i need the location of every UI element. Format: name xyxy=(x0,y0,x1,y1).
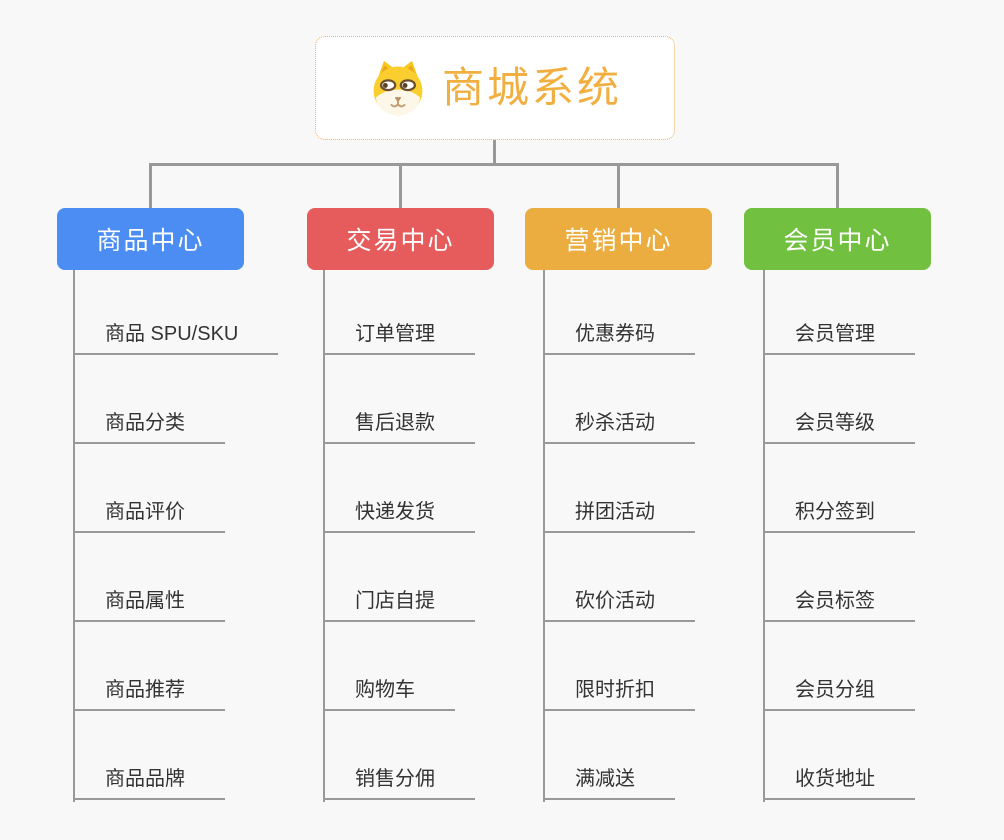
topic-order-management[interactable]: 订单管理 xyxy=(323,317,475,355)
connector-horizontal-bus xyxy=(149,163,839,166)
branch-marketing-center[interactable]: 营销中心 xyxy=(525,208,712,270)
topic-shopping-cart[interactable]: 购物车 xyxy=(323,673,455,711)
topic-full-reduction[interactable]: 满减送 xyxy=(543,762,675,800)
topic-shipping-address[interactable]: 收货地址 xyxy=(763,762,915,800)
branch-product-center[interactable]: 商品中心 xyxy=(57,208,244,270)
connector-drop-product xyxy=(149,163,152,208)
topic-after-sale-refund[interactable]: 售后退款 xyxy=(323,406,475,444)
topic-member-level[interactable]: 会员等级 xyxy=(763,406,915,444)
topic-member-group[interactable]: 会员分组 xyxy=(763,673,915,711)
topic-store-pickup[interactable]: 门店自提 xyxy=(323,584,475,622)
root-topic-label: 商城系统 xyxy=(441,64,622,111)
branch-member-center[interactable]: 会员中心 xyxy=(744,208,931,270)
topic-express-delivery[interactable]: 快递发货 xyxy=(323,495,475,533)
topic-limited-time-discount[interactable]: 限时折扣 xyxy=(543,673,695,711)
connector-drop-member xyxy=(836,163,839,208)
trunk-marketing-center xyxy=(543,270,545,802)
connector-drop-trade xyxy=(399,163,402,208)
branch-trade-center[interactable]: 交易中心 xyxy=(307,208,494,270)
topic-product-category[interactable]: 商品分类 xyxy=(73,406,225,444)
trunk-trade-center xyxy=(323,270,325,802)
topic-member-tag[interactable]: 会员标签 xyxy=(763,584,915,622)
topic-product-attribute[interactable]: 商品属性 xyxy=(73,584,225,622)
connector-drop-marketing xyxy=(617,163,620,208)
trunk-member-center xyxy=(763,270,765,802)
topic-member-management[interactable]: 会员管理 xyxy=(763,317,915,355)
topic-product-recommend[interactable]: 商品推荐 xyxy=(73,673,225,711)
topic-product-brand[interactable]: 商品品牌 xyxy=(73,762,225,800)
root-topic[interactable]: 商城系统 xyxy=(315,36,675,140)
topic-product-spu-sku[interactable]: 商品 SPU/SKU xyxy=(73,317,279,355)
connector-root-stem xyxy=(493,140,496,165)
trunk-product-center xyxy=(73,270,75,802)
topic-sales-commission[interactable]: 销售分佣 xyxy=(323,762,475,800)
topic-bargain-activity[interactable]: 砍价活动 xyxy=(543,584,695,622)
topic-coupon-code[interactable]: 优惠券码 xyxy=(543,317,695,355)
topic-points-checkin[interactable]: 积分签到 xyxy=(763,495,915,533)
topic-group-buy[interactable]: 拼团活动 xyxy=(543,495,695,533)
shiba-dog-icon xyxy=(373,60,423,116)
topic-flash-sale[interactable]: 秒杀活动 xyxy=(543,406,695,444)
topic-product-review[interactable]: 商品评价 xyxy=(73,495,225,533)
